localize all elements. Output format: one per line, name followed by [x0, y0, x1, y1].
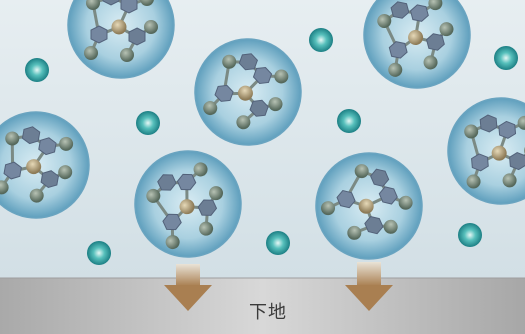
free-particle — [136, 111, 160, 135]
free-particle — [87, 241, 111, 265]
deposition-arrow — [345, 262, 393, 311]
free-particle — [266, 231, 290, 255]
free-particle — [337, 109, 361, 133]
substrate — [0, 278, 525, 334]
free-particle — [494, 46, 518, 70]
free-particle — [25, 58, 49, 82]
free-particles — [25, 28, 518, 265]
substrate-label: 下地 — [249, 302, 287, 323]
free-particle — [309, 28, 333, 52]
free-particle — [458, 223, 482, 247]
deposition-arrow — [164, 264, 212, 311]
